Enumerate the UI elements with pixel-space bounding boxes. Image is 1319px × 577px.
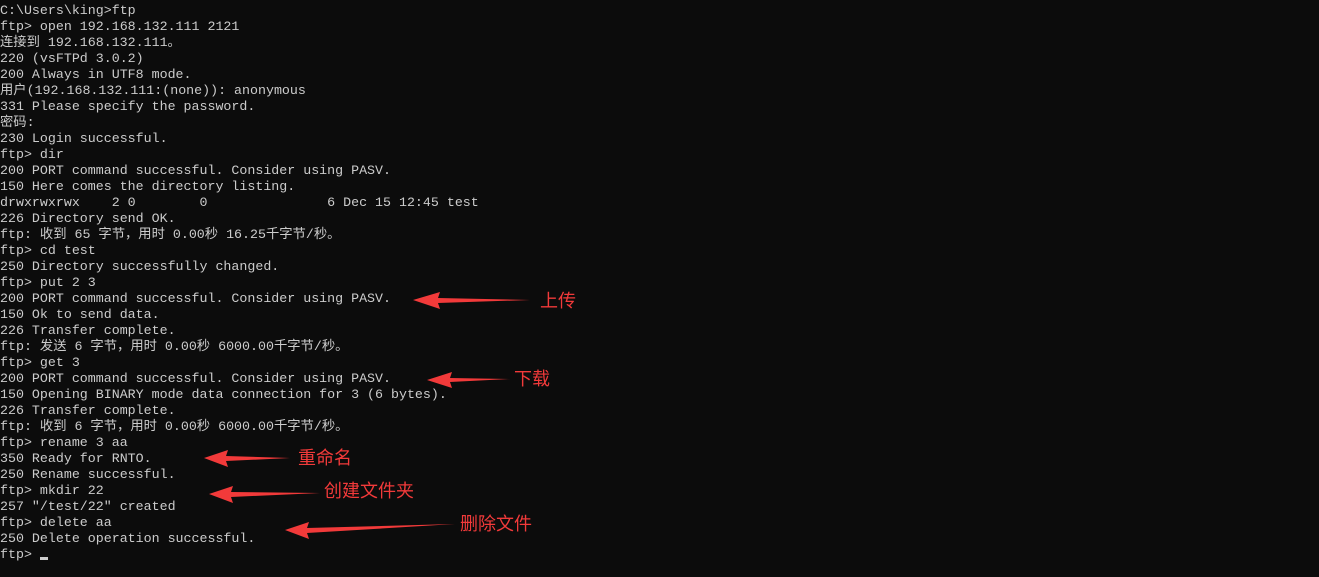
terminal-line: 150 Here comes the directory listing. (0, 179, 479, 195)
terminal-line-text: 200 PORT command successful. Consider us… (0, 291, 391, 306)
arrow-delete (285, 522, 455, 539)
terminal-line-text: ftp> delete aa (0, 515, 112, 530)
terminal-line: ftp> rename 3 aa (0, 435, 479, 451)
annotation-rename: 重命名 (298, 448, 352, 469)
terminal-line: ftp> mkdir 22 (0, 483, 479, 499)
terminal-line-text: C:\Users\king>ftp (0, 3, 136, 18)
terminal-line-text: ftp> dir (0, 147, 64, 162)
terminal-line-text: 226 Transfer complete. (0, 403, 176, 418)
terminal-line: ftp> dir (0, 147, 479, 163)
terminal-line: ftp: 发送 6 字节，用时 0.00秒 6000.00千字节/秒。 (0, 339, 479, 355)
terminal-line-text: 226 Directory send OK. (0, 211, 176, 226)
terminal-line-text: ftp> put 2 3 (0, 275, 96, 290)
terminal-line: drwxrwxrwx 2 0 0 6 Dec 15 12:45 test (0, 195, 479, 211)
annotation-upload: 上传 (540, 291, 576, 312)
terminal-line-text: ftp> get 3 (0, 355, 80, 370)
terminal-line: 150 Opening BINARY mode data connection … (0, 387, 479, 403)
terminal-line-text: drwxrwxrwx 2 0 0 6 Dec 15 12:45 test (0, 195, 479, 210)
terminal-line: 226 Transfer complete. (0, 323, 479, 339)
terminal-line: ftp: 收到 65 字节，用时 0.00秒 16.25千字节/秒。 (0, 227, 479, 243)
terminal-line: 密码: (0, 115, 479, 131)
arrow-upload (413, 292, 530, 309)
annotation-download: 下载 (514, 369, 550, 390)
text-cursor (39, 557, 48, 560)
terminal-line: 230 Login successful. (0, 131, 479, 147)
terminal-line: ftp> delete aa (0, 515, 479, 531)
terminal-line-text: 250 Delete operation successful. (0, 531, 256, 546)
terminal-line: 257 "/test/22" created (0, 499, 479, 515)
terminal-line: 331 Please specify the password. (0, 99, 479, 115)
terminal-line: 250 Rename successful. (0, 467, 479, 483)
terminal-line-text: 230 Login successful. (0, 131, 168, 146)
terminal-line-text: 150 Here comes the directory listing. (0, 179, 296, 194)
terminal-line: 用户(192.168.132.111:(none)): anonymous (0, 83, 479, 99)
terminal-line-text: 用户(192.168.132.111:(none)): anonymous (0, 83, 306, 98)
terminal-line: ftp: 收到 6 字节，用时 0.00秒 6000.00千字节/秒。 (0, 419, 479, 435)
terminal-line-text: 200 PORT command successful. Consider us… (0, 163, 391, 178)
terminal-line-text: 连接到 192.168.132.111。 (0, 35, 181, 50)
terminal-line-text: 226 Transfer complete. (0, 323, 176, 338)
terminal-line: ftp> (0, 547, 479, 563)
terminal-line-text: 200 Always in UTF8 mode. (0, 67, 192, 82)
terminal-line: 200 PORT command successful. Consider us… (0, 371, 479, 387)
terminal-line: ftp> put 2 3 (0, 275, 479, 291)
terminal-line-text: ftp> (0, 547, 40, 562)
terminal-line: C:\Users\king>ftp (0, 3, 479, 19)
terminal-line: 200 Always in UTF8 mode. (0, 67, 479, 83)
terminal-line: 150 Ok to send data. (0, 307, 479, 323)
terminal-line: 连接到 192.168.132.111。 (0, 35, 479, 51)
annotation-delete: 删除文件 (460, 514, 532, 535)
terminal-line-text: 250 Directory successfully changed. (0, 259, 280, 274)
terminal-line: 250 Directory successfully changed. (0, 259, 479, 275)
terminal-line: 200 PORT command successful. Consider us… (0, 291, 479, 307)
terminal-line-text: 257 "/test/22" created (0, 499, 176, 514)
terminal-line: 200 PORT command successful. Consider us… (0, 163, 479, 179)
terminal-line: 220 (vsFTPd 3.0.2) (0, 51, 479, 67)
terminal-line: ftp> cd test (0, 243, 479, 259)
terminal-line: ftp> open 192.168.132.111 2121 (0, 19, 479, 35)
terminal-line: ftp> get 3 (0, 355, 479, 371)
terminal-line-text: 150 Opening BINARY mode data connection … (0, 387, 447, 402)
terminal-line-text: ftp> open 192.168.132.111 2121 (0, 19, 240, 34)
arrow-mkdir (209, 486, 320, 503)
terminal-line-text: 331 Please specify the password. (0, 99, 256, 114)
terminal-line-text: ftp: 发送 6 字节，用时 0.00秒 6000.00千字节/秒。 (0, 339, 349, 354)
terminal-line: 226 Transfer complete. (0, 403, 479, 419)
arrow-download (427, 372, 510, 388)
terminal-line-text: 250 Rename successful. (0, 467, 176, 482)
terminal-line-text: 密码: (0, 115, 35, 130)
terminal-line-text: ftp: 收到 65 字节，用时 0.00秒 16.25千字节/秒。 (0, 227, 341, 242)
terminal-line-text: ftp> cd test (0, 243, 96, 258)
terminal-line: 350 Ready for RNTO. (0, 451, 479, 467)
terminal-line-text: 220 (vsFTPd 3.0.2) (0, 51, 144, 66)
annotation-mkdir: 创建文件夹 (324, 481, 414, 502)
terminal-line-text: ftp: 收到 6 字节，用时 0.00秒 6000.00千字节/秒。 (0, 419, 349, 434)
terminal-line-text: 150 Ok to send data. (0, 307, 160, 322)
terminal-line-text: ftp> rename 3 aa (0, 435, 128, 450)
terminal-line-text: 350 Ready for RNTO. (0, 451, 152, 466)
arrow-rename (204, 450, 290, 467)
terminal-line-text: 200 PORT command successful. Consider us… (0, 371, 391, 386)
terminal-line: 250 Delete operation successful. (0, 531, 479, 547)
terminal-line-text: ftp> mkdir 22 (0, 483, 104, 498)
terminal-line: 226 Directory send OK. (0, 211, 479, 227)
